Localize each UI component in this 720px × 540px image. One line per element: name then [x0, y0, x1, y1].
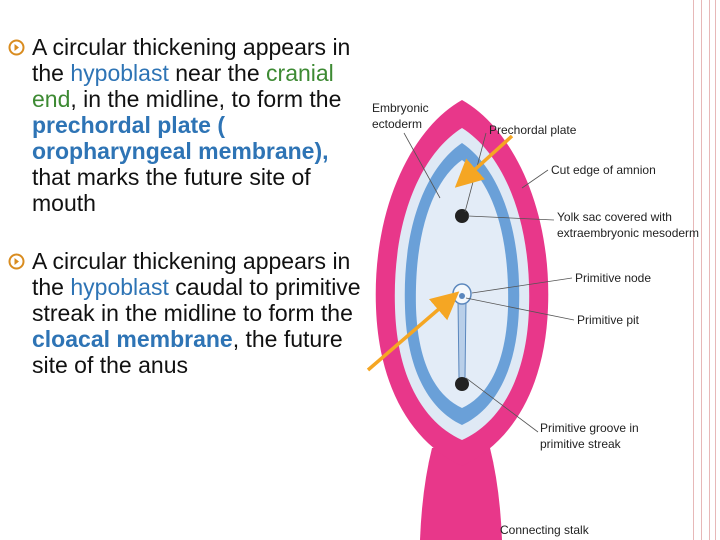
label-primitive-node: Primitive node — [575, 271, 651, 285]
label-yolk-sac-2: extraembryonic mesoderm — [557, 226, 699, 240]
bullet-cloacal-membrane: A circular thickening appears in the hyp… — [8, 248, 368, 378]
bullet-text-segment: , in the midline, to form the — [70, 86, 342, 112]
cloacal-membrane-dot — [455, 377, 469, 391]
bullet-text-segment: A circular thickening appears in the — [32, 248, 351, 300]
slide-border-decoration — [690, 0, 720, 540]
label-embryonic-ectoderm-2: ectoderm — [372, 117, 422, 131]
primitive-streak — [457, 299, 467, 379]
primitive-pit — [459, 293, 465, 299]
prechordal-plate-term: prechordal plate ( oropharyngeal membran… — [32, 112, 329, 164]
label-yolk-sac-1: Yolk sac covered with — [557, 210, 672, 224]
cloacal-membrane-term: cloacal membrane — [32, 326, 233, 352]
cranial-end-term: cranial end — [32, 60, 334, 112]
prechordal-plate-dot — [455, 209, 469, 223]
bullet-prechordal-plate: A circular thickening appears in the hyp… — [8, 34, 368, 216]
label-embryonic-ectoderm-1: Embryonic — [372, 101, 429, 115]
bullet-text-segment: caudal to primitive streak in the midlin… — [32, 274, 361, 326]
bullet-list: A circular thickening appears in the hyp… — [8, 34, 368, 378]
label-connecting-stalk: Connecting stalk — [500, 523, 590, 537]
label-primitive-groove-1: Primitive groove in — [540, 421, 639, 435]
bullet-text-segment: , the future site of the anus — [32, 326, 343, 378]
connecting-stalk-shape — [420, 448, 502, 540]
embryo-diagram: Embryonic ectoderm Prechordal plate Cut … — [366, 100, 699, 540]
circle-bullet-icon — [8, 253, 25, 270]
bullet-text-segment: that marks the future site of mouth — [32, 164, 311, 216]
arrow-to-cloacal-membrane — [366, 291, 460, 372]
bullet-text-segment: near the — [168, 60, 267, 86]
label-primitive-pit: Primitive pit — [577, 313, 640, 327]
hypoblast-term: hypoblast — [70, 60, 169, 86]
label-prechordal-plate: Prechordal plate — [489, 123, 577, 137]
circle-bullet-icon — [8, 39, 25, 56]
bullet-text-segment: A circular thickening appears in the — [32, 34, 351, 86]
label-cut-edge-amnion: Cut edge of amnion — [551, 163, 656, 177]
arrow-to-prechordal-plate — [454, 134, 514, 188]
hypoblast-term: hypoblast — [70, 274, 169, 300]
label-primitive-groove-2: primitive streak — [540, 437, 622, 451]
